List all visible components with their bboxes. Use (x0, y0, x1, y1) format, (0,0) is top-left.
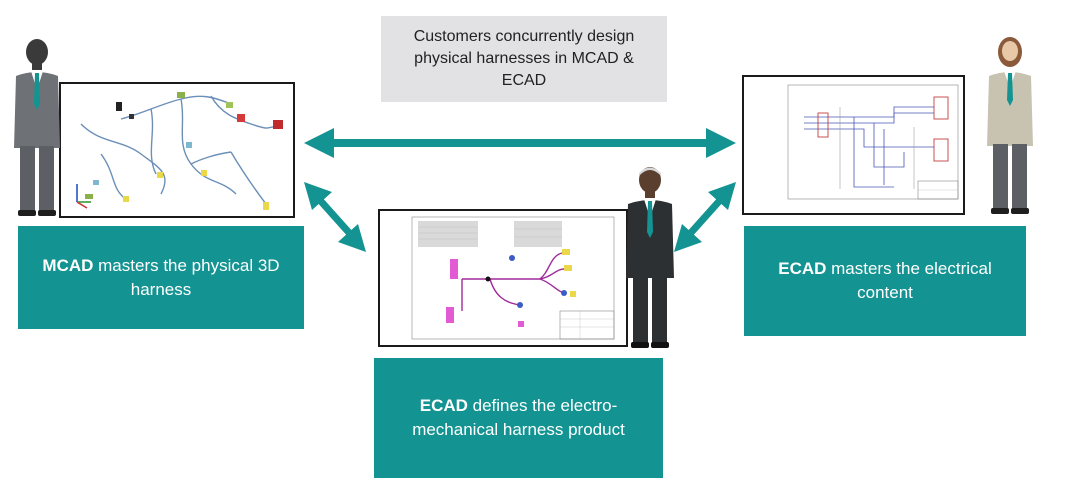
ecad-electrical-box-bold: ECAD (778, 259, 827, 278)
mcad-box-text: masters the physical 3D harness (93, 255, 280, 299)
double-arrow-diagonal-right-icon (674, 182, 736, 252)
ecad-electrical-schematic-screenshot (742, 75, 965, 215)
mcad-3d-harness-screenshot (59, 82, 295, 218)
ecad-product-box-bold: ECAD (419, 396, 468, 415)
ecad-product-schematic-screenshot (378, 209, 628, 347)
businessman-icon (12, 38, 62, 218)
ecad-electrical-box-text: masters the electrical content (826, 259, 992, 302)
double-arrow-diagonal-left-icon (304, 182, 366, 252)
mcad-box-bold: MCAD (42, 255, 94, 275)
mcad-box: MCAD masters the physical 3D harness (18, 226, 304, 329)
wiring-diagram-drawing (787, 84, 959, 200)
caption-text: Customers concurrently design physical h… (413, 28, 635, 89)
caption-box: Customers concurrently design physical h… (381, 16, 667, 102)
older-businessman-icon (624, 166, 676, 350)
schematic-drawing (411, 216, 615, 340)
ecad-product-box-text: defines the electro-mechanical harness p… (412, 396, 625, 439)
businesswoman-icon (985, 36, 1035, 216)
ecad-product-box: ECAD defines the electro-mechanical harn… (374, 358, 663, 478)
harness-3d-drawing (76, 92, 283, 210)
double-arrow-horizontal-icon (304, 128, 736, 158)
ecad-electrical-box: ECAD masters the electrical content (744, 226, 1026, 336)
